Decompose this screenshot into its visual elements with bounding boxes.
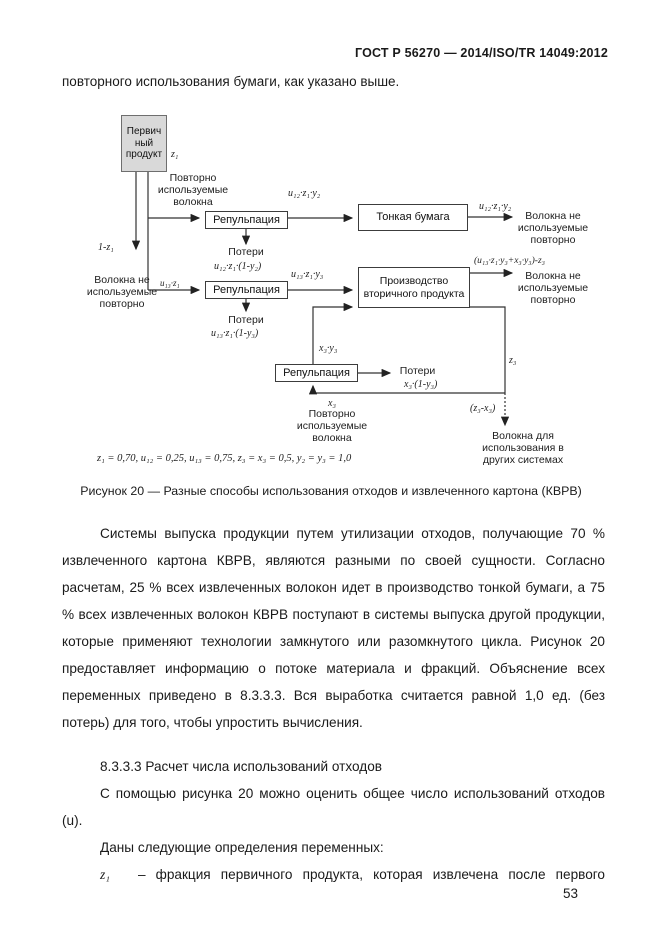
label-u12-loss: u₁₂·z₁·(1-y₂) [214,261,262,272]
primary-product-box: Первич ный продукт [121,115,167,172]
repulping-box-2: Репульпация [205,281,288,299]
definition-variable: z₁ [100,867,111,882]
text-other-systems: Волокна для использования в других систе… [482,430,564,466]
document-header: ГОСТ Р 56270 — 2014/ISO/TR 14049:2012 [354,46,608,60]
label-sum-out: (u₁₃·z₁·y₃+x₃·y₃)-z₃ [474,256,545,266]
text-not-reused-left: Волокна не используемые повторно [86,274,158,310]
text-losses-2: Потери [228,314,264,326]
label-u13z1y3: u₁₃·z₁·y₃ [291,269,324,280]
secondary-product-box: Производство вторичного продукта [358,267,470,308]
fine-paper-box: Тонкая бумага [358,204,468,231]
text-not-reused-right2: Волокна не используемые повторно [517,270,589,306]
label-z1: z₁ [171,149,179,160]
text-reused-fibers-top: Повторно используемые волокна [157,172,229,208]
intro-text: повторного использования бумаги, как ука… [62,74,400,89]
text-losses-3: Потери [399,365,436,377]
label-x3-loss: x₃·(1-y₃) [404,379,438,390]
label-x3: x₃ [328,398,336,409]
label-u13z1: u₁₃·z₁ [160,278,180,288]
repulping-box-3: Репульпация [275,364,358,382]
figure-caption: Рисунок 20 — Разные способы использовани… [80,484,582,498]
label-u12z1y2: u₁₂·z₁·y₂ [288,188,321,199]
page-number: 53 [563,886,579,901]
body-paragraph-3: Даны следующие определения переменных: [100,840,384,855]
body-text: Системы выпуска продукции путем утилизац… [62,520,605,888]
label-u13-loss: u₁₃·z₁·(1-y₃) [211,328,259,339]
body-paragraph-1: Системы выпуска продукции путем утилизац… [62,526,605,730]
definition-text: – фракция первичного продукта, которая и… [138,867,605,882]
text-not-reused-right1: Волокна не используемые повторно [517,210,589,246]
variable-definition-row: z₁ – фракция первичного продукта, котора… [62,861,605,888]
body-paragraph-2: С помощью рисунка 20 можно оценить общее… [62,786,605,828]
text-reused-fibers-bottom: x₃ Повторно используемые волокна [293,398,371,444]
label-x3y3: x₃·y₃ [319,343,338,354]
text-losses-1: Потери [228,246,264,258]
reused-fibers-bottom-text: Повторно используемые волокна [296,408,368,444]
label-u12z1y2-out: u₁₂·z₁·y₂ [479,201,512,212]
figure-parameters: z₁ = 0,70, u₁₂ = 0,25, u₁₃ = 0,75, z₃ = … [97,453,352,464]
label-1-minus-z1: 1-z₁ [98,242,114,253]
figure-diagram: Первич ный продукт Репульпация Тонкая бу… [0,105,662,477]
section-heading: 8.3.3.3 Расчет числа использований отход… [100,759,382,774]
label-z3: z₃ [509,355,517,366]
repulping-box-1: Репульпация [205,211,288,229]
label-z3-minus-x3: (z₃-x₃) [470,403,496,414]
